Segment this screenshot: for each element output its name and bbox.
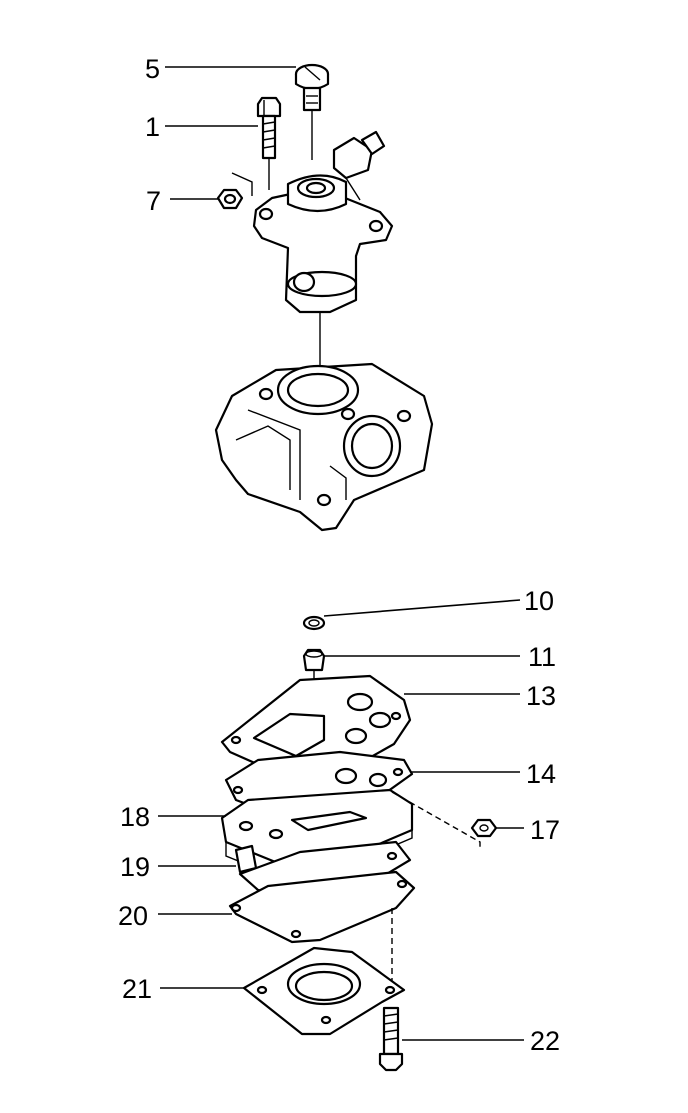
callout-22: 22 xyxy=(530,1026,560,1056)
callout-7: 7 xyxy=(146,186,161,216)
part-1-bolt xyxy=(256,96,282,190)
part-10-ring xyxy=(302,615,326,631)
alignment-line-17 xyxy=(391,791,481,850)
part-5-screw xyxy=(294,63,330,160)
callout-18: 18 xyxy=(120,802,150,832)
callout-10: 10 xyxy=(524,586,554,616)
leader-10 xyxy=(323,599,521,617)
part-20-gasket xyxy=(228,870,416,944)
part-7-nut xyxy=(216,172,253,210)
callout-17: 17 xyxy=(530,815,560,845)
part-17-nut xyxy=(470,818,498,838)
callout-19: 19 xyxy=(120,852,150,882)
part-22-bolt xyxy=(378,1006,404,1072)
part-21-cover xyxy=(242,946,406,1036)
leader-lines xyxy=(158,66,524,1041)
callout-1: 1 xyxy=(145,112,160,142)
callout-13: 13 xyxy=(526,681,556,711)
callout-numbers: 5 1 7 10 11 13 14 17 18 19 20 21 22 xyxy=(118,54,560,1056)
carburetor-body xyxy=(214,362,434,532)
upper-housing xyxy=(252,130,394,314)
callout-11: 11 xyxy=(528,642,556,672)
callout-5: 5 xyxy=(145,54,160,84)
callout-20: 20 xyxy=(118,901,148,931)
callout-14: 14 xyxy=(526,759,556,789)
callout-21: 21 xyxy=(122,974,152,1004)
